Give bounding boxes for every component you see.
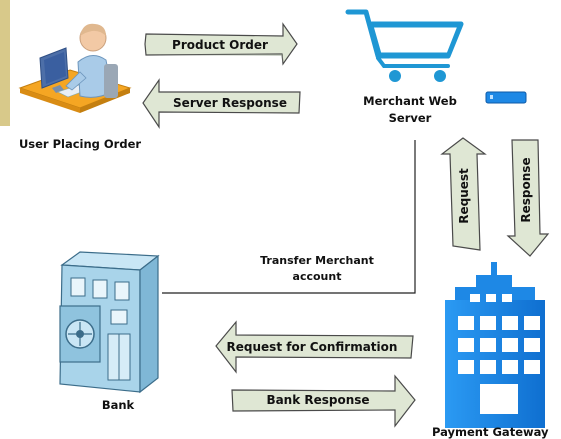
server-response-arrow: Server Response: [142, 78, 301, 129]
product-order-arrow: Product Order: [144, 22, 298, 66]
server-icon: [485, 91, 527, 104]
user-placing-order-icon: [0, 0, 132, 126]
payment-gateway-label: Payment Gateway: [432, 425, 549, 439]
request-for-confirmation-label: Request for Confirmation: [227, 340, 398, 354]
request-arrow: Request: [440, 137, 487, 251]
transfer-merchant-label-line1: Transfer Merchant: [260, 254, 374, 267]
response-label: Response: [519, 157, 533, 222]
transfer-connector-line: [162, 140, 416, 294]
payment-gateway-building-icon: [445, 262, 545, 428]
merchant-web-server-label-line2: Server: [388, 111, 432, 125]
merchant-web-server-label-line1: Merchant Web: [363, 94, 457, 108]
request-for-confirmation-arrow: Request for Confirmation: [215, 320, 414, 374]
user-placing-order-label: User Placing Order: [18, 137, 142, 151]
bank-response-arrow: Bank Response: [231, 374, 416, 428]
server-response-label: Server Response: [173, 96, 287, 110]
transfer-merchant-label-line2: account: [292, 270, 342, 283]
response-arrow: Response: [506, 139, 550, 257]
request-label: Request: [457, 168, 471, 224]
bank-building-icon: [59, 251, 160, 394]
bank-response-label: Bank Response: [266, 393, 369, 407]
bank-label: Bank: [101, 398, 135, 412]
shopping-cart-icon: [345, 9, 464, 82]
product-order-label: Product Order: [172, 38, 268, 52]
